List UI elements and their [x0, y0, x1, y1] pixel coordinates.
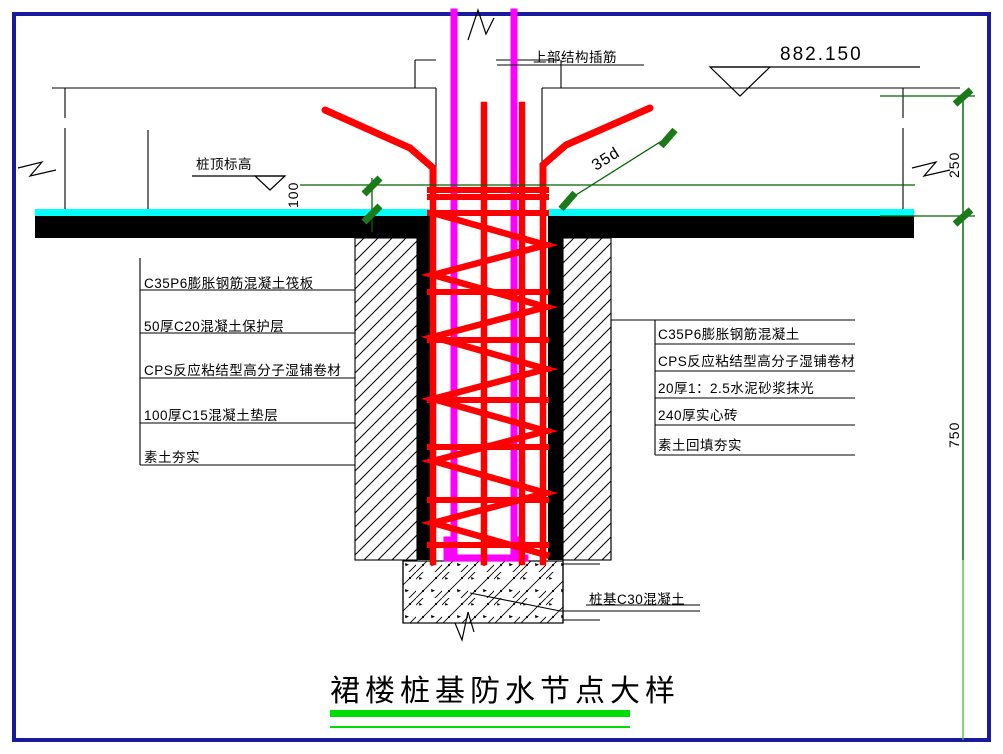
left-substrate-hatch: [354, 237, 430, 561]
left-note-0: C35P6膨胀钢筋混凝土筏板: [144, 276, 314, 291]
callout-pile-concrete: 桩基C30混凝土: [589, 592, 686, 607]
right-note-3: 240厚实心砖: [658, 408, 739, 423]
left-note-1: 50厚C20混凝土保护层: [144, 319, 285, 334]
spiral-hoop-rebar: [420, 208, 559, 560]
right-note-4: 素土回填夯实: [658, 438, 742, 453]
anchorage-rebar-diagonal: [321, 104, 654, 190]
dimension-upper-depth: 250: [946, 151, 962, 178]
waterproofing-membrane-layer: [35, 209, 914, 216]
right-note-0: C35P6膨胀钢筋混凝土: [658, 327, 800, 342]
dimension-lines-green: [300, 95, 975, 740]
elevation-marker-icon: [708, 66, 920, 97]
pile-concrete-leader: [469, 592, 700, 612]
left-note-leaders: [139, 258, 355, 466]
break-symbol-top: [467, 8, 495, 41]
break-symbol-left: [17, 160, 57, 177]
drawing-title: 裙楼桩基防水节点大样: [330, 675, 680, 708]
right-substrate-hatch: [548, 237, 612, 561]
title-underline: [330, 710, 630, 728]
right-note-2: 20厚1：2.5水泥砂浆抹光: [658, 381, 815, 396]
pile-top-level-marker-icon: [192, 175, 287, 191]
left-note-3: 100厚C15混凝土垫层: [144, 408, 279, 423]
dimension-pile-top-offset: 100: [285, 181, 301, 208]
right-note-1: CPS反应粘结型高分子湿铺卷材: [658, 354, 856, 369]
dimension-tick-marks: [361, 87, 974, 227]
elevation-value: 882.150: [780, 44, 863, 65]
pile-concrete-body: [402, 560, 600, 643]
left-note-2: CPS反应粘结型高分子湿铺卷材: [144, 363, 342, 378]
callout-top-rebar: 上部结构插筋: [533, 50, 617, 65]
border-frame: [12, 12, 991, 742]
left-note-4: 素土夯实: [144, 450, 200, 465]
right-note-leaders: [610, 319, 855, 560]
callout-pile-top-level: 桩顶标高: [196, 157, 252, 172]
dimension-lower-depth: 750: [946, 421, 962, 448]
break-symbol-right: [911, 160, 951, 177]
raft-slab-layer: [35, 216, 914, 238]
